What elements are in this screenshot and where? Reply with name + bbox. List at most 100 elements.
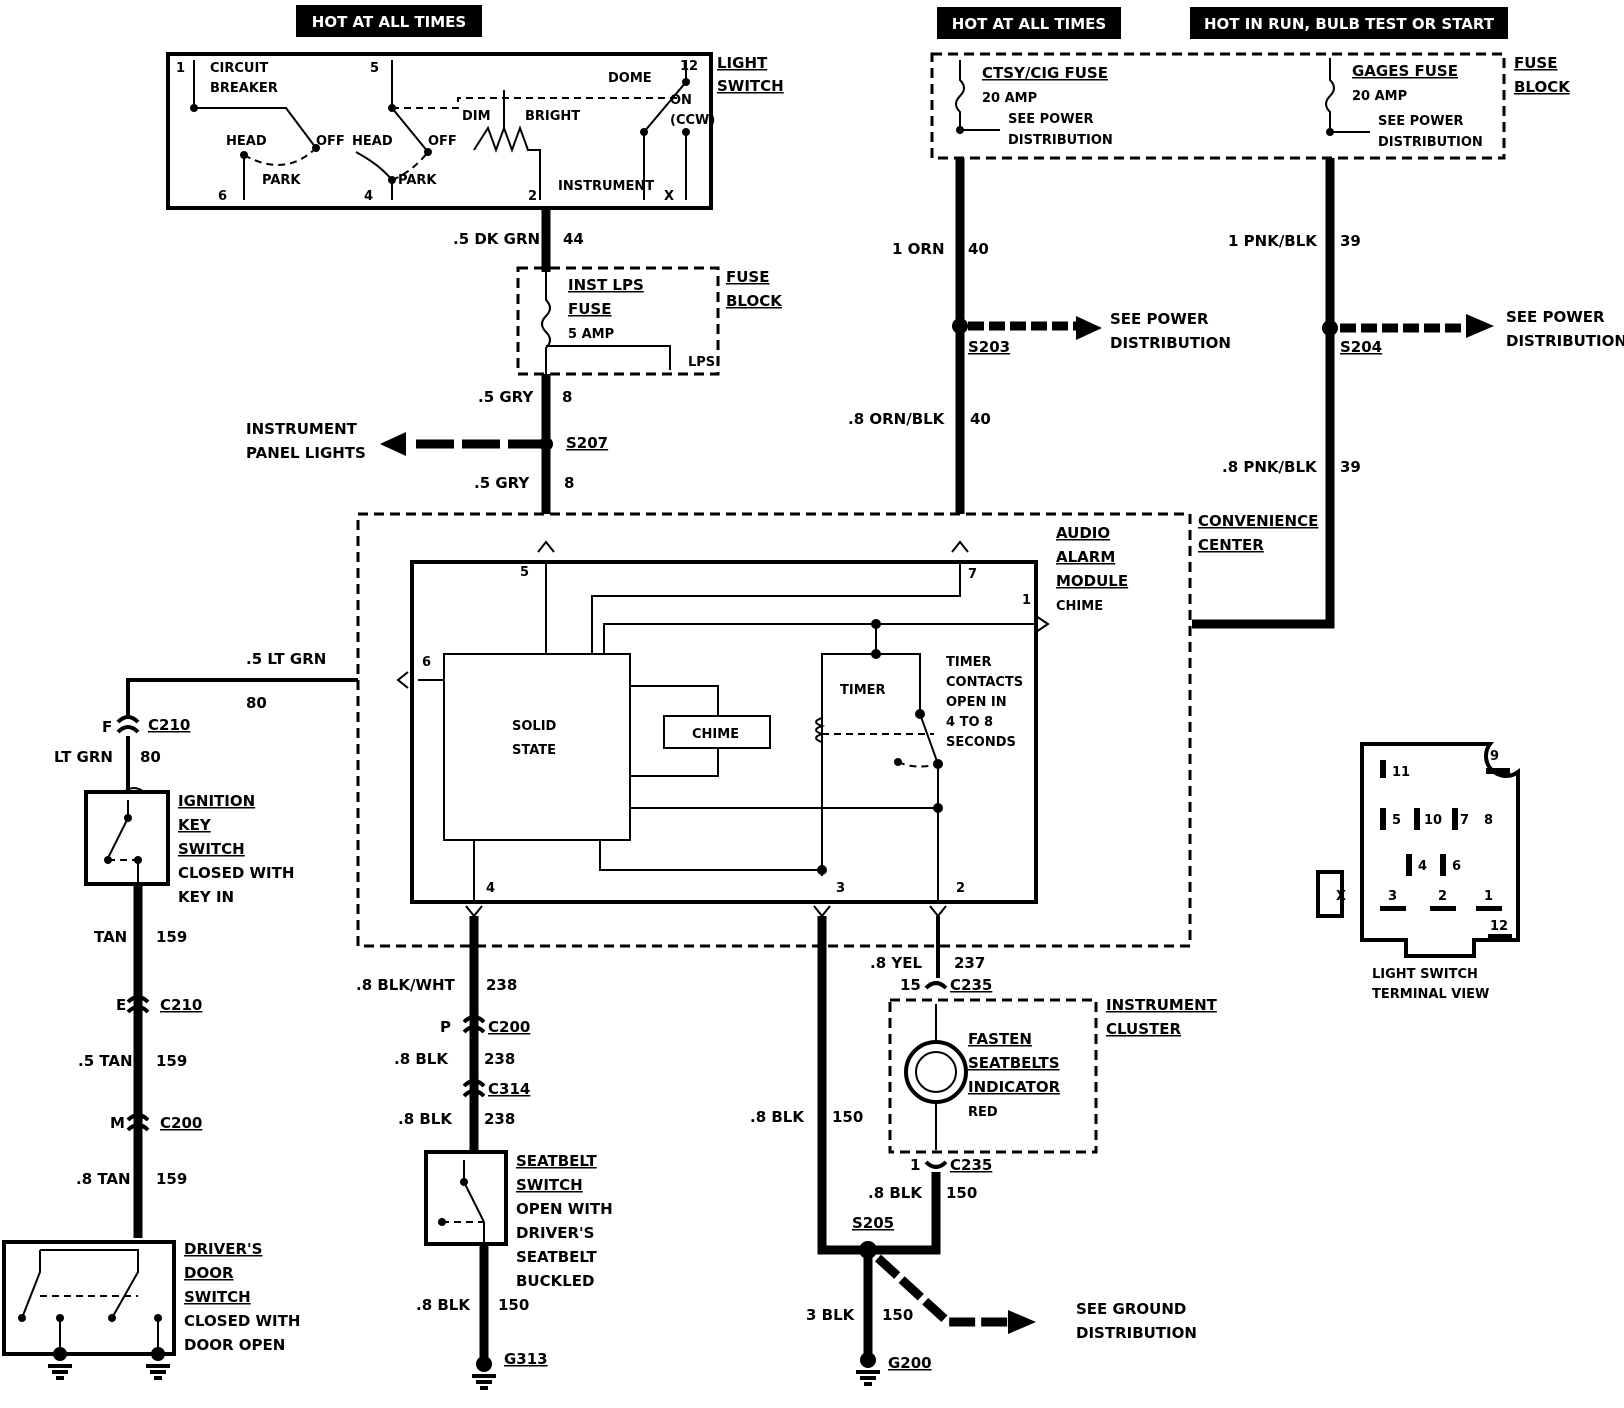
hot-at-all-times-badge-right: HOT AT ALL TIMES [937,7,1121,39]
svg-text:FUSE: FUSE [726,268,769,286]
svg-text:S203: S203 [968,338,1010,356]
svg-text:4: 4 [1418,859,1427,874]
svg-text:.8 BLK: .8 BLK [398,1110,453,1128]
svg-text:20 AMP: 20 AMP [982,91,1037,106]
svg-text:.8 PNK/BLK: .8 PNK/BLK [1222,458,1318,476]
svg-text:SEE GROUND: SEE GROUND [1076,1300,1186,1318]
svg-text:DIM: DIM [462,109,491,124]
inst-lps-fuse-block: INST LPS FUSE 5 AMP LPS FUSE BLOCK [516,266,783,376]
svg-text:.8 BLK: .8 BLK [868,1184,923,1202]
svg-text:1 PNK/BLK: 1 PNK/BLK [1228,232,1318,250]
fuse-block-right: CTSY/CIG FUSE 20 AMP SEE POWER DISTRIBUT… [930,52,1571,160]
svg-text:40: 40 [968,240,989,258]
svg-text:DISTRIBUTION: DISTRIBUTION [1110,334,1231,352]
svg-text:7: 7 [1460,813,1469,828]
svg-text:.5 TAN: .5 TAN [78,1052,133,1070]
svg-text:HEAD: HEAD [352,134,393,149]
svg-text:CHIME: CHIME [692,727,739,742]
svg-text:ON: ON [670,93,692,108]
svg-text:6: 6 [422,655,431,670]
svg-text:DISTRIBUTION: DISTRIBUTION [1008,133,1113,148]
svg-text:2: 2 [528,189,537,204]
svg-text:DISTRIBUTION: DISTRIBUTION [1378,135,1483,150]
instrument-cluster: INSTRUMENT CLUSTER FASTEN SEATBELTS INDI… [888,996,1218,1154]
svg-text:DOOR OPEN: DOOR OPEN [184,1336,285,1354]
svg-text:12: 12 [680,59,698,74]
svg-text:(CCW): (CCW) [670,113,715,128]
svg-text:M: M [110,1114,125,1132]
svg-text:11: 11 [1392,765,1410,780]
svg-text:CONVENIENCE: CONVENIENCE [1198,512,1318,530]
svg-text:INSTRUMENT: INSTRUMENT [1106,996,1218,1014]
drivers-door-switch: DRIVER'S DOOR SWITCH CLOSED WITH DOOR OP… [2,1240,300,1380]
audio-alarm-module: AUDIO ALARM MODULE CHIME 5 7 1 6 4 3 2 S… [410,524,1128,904]
svg-text:ALARM: ALARM [1056,548,1115,566]
svg-text:CONTACTS: CONTACTS [946,675,1023,690]
svg-text:CLUSTER: CLUSTER [1106,1020,1181,1038]
svg-text:1: 1 [1022,593,1031,608]
svg-text:10: 10 [1424,813,1442,828]
svg-text:CLOSED WITH: CLOSED WITH [178,864,294,882]
svg-text:159: 159 [156,1052,187,1070]
svg-text:5: 5 [520,565,529,580]
svg-text:1: 1 [910,1156,920,1174]
svg-text:6: 6 [1452,859,1461,874]
svg-text:X: X [1336,889,1346,904]
svg-text:5: 5 [1392,813,1401,828]
svg-text:238: 238 [484,1050,515,1068]
svg-text:SEE POWER: SEE POWER [1506,308,1605,326]
svg-text:12: 12 [1490,919,1508,934]
svg-text:.5 LT GRN: .5 LT GRN [246,650,326,668]
svg-text:DRIVER'S: DRIVER'S [516,1224,594,1242]
svg-text:5: 5 [370,61,379,76]
convenience-center: CONVENIENCE CENTER [356,512,1318,948]
svg-text:PANEL LIGHTS: PANEL LIGHTS [246,444,366,462]
svg-text:AUDIO: AUDIO [1056,524,1110,542]
svg-text:9: 9 [1490,749,1499,764]
svg-text:3 BLK: 3 BLK [806,1306,856,1324]
svg-text:C235: C235 [950,976,992,994]
svg-text:C200: C200 [488,1018,530,1036]
svg-text:S207: S207 [566,434,608,452]
svg-text:159: 159 [156,1170,187,1188]
svg-text:TIMER: TIMER [946,655,992,670]
svg-text:40: 40 [970,410,991,428]
svg-text:FASTEN: FASTEN [968,1030,1032,1048]
svg-text:.5 GRY: .5 GRY [478,388,534,406]
svg-text:SWITCH: SWITCH [516,1176,583,1194]
svg-text:INDICATOR: INDICATOR [968,1078,1061,1096]
svg-text:C210: C210 [148,716,190,734]
svg-text:8: 8 [562,388,572,406]
svg-text:OFF: OFF [316,134,345,149]
svg-text:3: 3 [836,881,845,896]
svg-text:80: 80 [140,748,161,766]
svg-text:P: P [440,1018,451,1036]
svg-text:39: 39 [1340,458,1361,476]
svg-text:.8 BLK: .8 BLK [394,1050,449,1068]
svg-text:S204: S204 [1340,338,1382,356]
svg-text:BLOCK: BLOCK [1514,78,1571,96]
svg-text:BUCKLED: BUCKLED [516,1272,595,1290]
svg-text:237: 237 [954,954,985,972]
svg-text:CTSY/CIG FUSE: CTSY/CIG FUSE [982,64,1108,82]
svg-text:MODULE: MODULE [1056,572,1128,590]
svg-text:4 TO 8: 4 TO 8 [946,715,993,730]
svg-text:SEE POWER: SEE POWER [1110,310,1209,328]
svg-text:IGNITION: IGNITION [178,792,255,810]
svg-text:4: 4 [364,189,373,204]
svg-text:DISTRIBUTION: DISTRIBUTION [1506,332,1624,350]
svg-text:15: 15 [900,976,921,994]
svg-text:CIRCUIT: CIRCUIT [210,61,268,76]
svg-text:RED: RED [968,1105,998,1120]
svg-text:LT GRN: LT GRN [54,748,113,766]
svg-text:FUSE: FUSE [568,300,611,318]
svg-text:150: 150 [498,1296,529,1314]
svg-text:CENTER: CENTER [1198,536,1264,554]
svg-text:DISTRIBUTION: DISTRIBUTION [1076,1324,1197,1342]
svg-text:CHIME: CHIME [1056,599,1103,614]
ignition-key-switch: IGNITION KEY SWITCH CLOSED WITH KEY IN [84,787,294,906]
svg-text:39: 39 [1340,232,1361,250]
svg-text:BLOCK: BLOCK [726,292,783,310]
svg-text:GAGES FUSE: GAGES FUSE [1352,62,1458,80]
